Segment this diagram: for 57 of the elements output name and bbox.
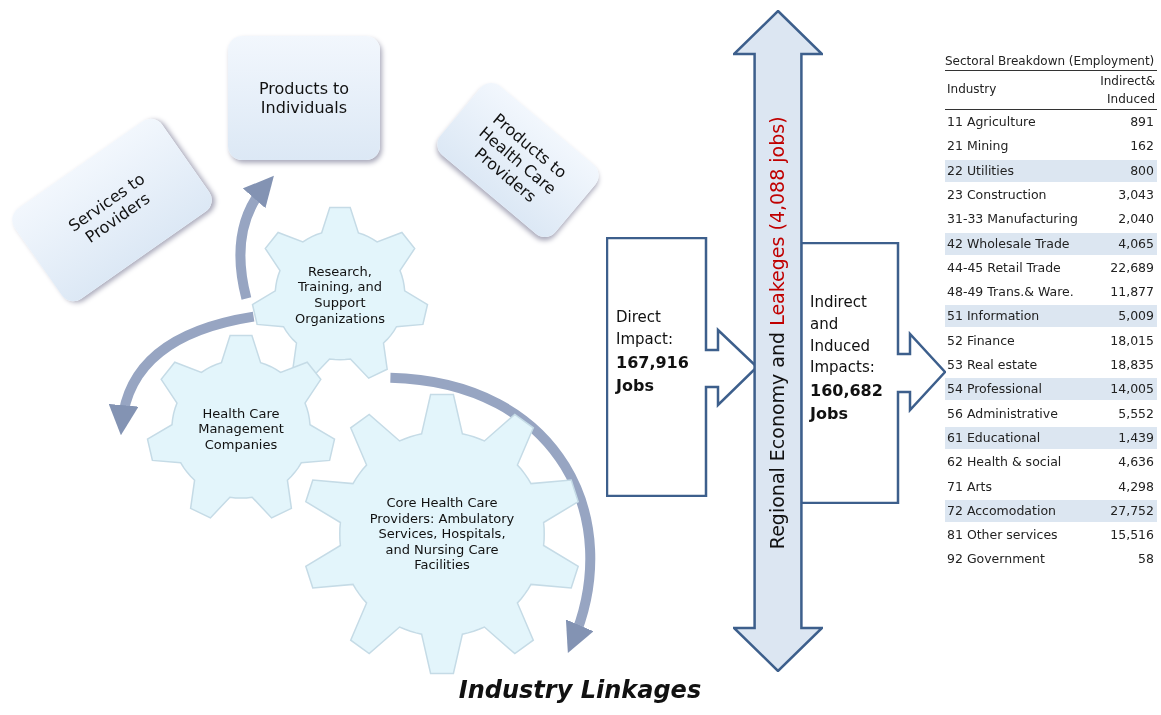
industry-name: 81 Other services [947, 527, 1058, 543]
gear-label: Core Health Care Providers: Ambulatory Services, Hospitals, and Nursing Care Facilities [368, 495, 516, 573]
column-header: Industry [947, 82, 997, 96]
column-header: Indirect& Induced [1099, 73, 1155, 108]
job-count: 18,835 [1110, 357, 1154, 372]
industry-name: 53 Real estate [947, 357, 1038, 372]
industry-name: 21 Mining [947, 138, 1009, 154]
industry-name: 11 Agriculture [947, 114, 1036, 129]
job-count: 18,015 [1110, 332, 1154, 348]
job-count: 5,009 [1118, 308, 1154, 324]
industry-name: 44-45 Retail Trade [947, 259, 1061, 275]
industry-name: 48-49 Trans.& Ware. [947, 284, 1074, 300]
job-count: 58 [1138, 551, 1154, 567]
industry-name: 51 Information [947, 308, 1040, 324]
industry-name: 23 Construction [947, 186, 1047, 202]
job-count: 14,005 [1110, 381, 1154, 397]
job-count: 15,516 [1110, 527, 1154, 543]
rounded-box [228, 36, 380, 160]
gear-label: Health Care Management Companies [197, 405, 285, 453]
industry-name: 54 Professional [947, 381, 1042, 397]
industry-name: 42 Wholesale Trade [947, 235, 1070, 251]
leakage-label: Leakeges (4,088 jobs) [766, 116, 789, 326]
job-count: 3,043 [1118, 186, 1154, 202]
gear-label: Research, Training, and Support Organizations [294, 263, 386, 327]
job-count: 11,877 [1110, 284, 1154, 300]
caption: Industry Linkages [457, 676, 703, 704]
industry-name: 22 Utilities [947, 162, 1014, 178]
job-count: 27,752 [1110, 502, 1154, 518]
job-count: 1,439 [1118, 429, 1154, 445]
industry-name: 52 Finance [947, 332, 1015, 348]
curved-arrow [235, 175, 274, 300]
callout-box [800, 242, 946, 504]
industry-name: 72 Accomodation [947, 502, 1056, 518]
job-count: 162 [1130, 138, 1154, 154]
job-count: 160,682 Jobs [810, 380, 884, 426]
job-count: 22,689 [1110, 259, 1154, 275]
industry-name: 31-33 Manufacturing [947, 211, 1078, 227]
arrow-label: Direct Impact: [616, 307, 674, 350]
box-label: Products to Individuals [257, 79, 351, 117]
job-count: 4,636 [1118, 454, 1154, 470]
job-count: 891 [1130, 114, 1154, 129]
job-count: 5,552 [1118, 405, 1154, 421]
arrow-label: Indirect and Induced Impacts: [810, 292, 876, 379]
industry-name: 71 Arts [947, 478, 992, 494]
curved-arrow [389, 372, 596, 654]
job-count: 800 [1130, 162, 1154, 178]
industry-name: 62 Health & social [947, 454, 1062, 470]
industry-name: 92 Government [947, 551, 1045, 567]
job-count: 4,065 [1118, 235, 1154, 251]
job-count: 4,298 [1118, 478, 1154, 494]
industry-name: 61 Educational [947, 429, 1041, 445]
table-title: Sectoral Breakdown (Employment) [945, 54, 1155, 68]
economy-label: Regional Economy and [766, 331, 789, 550]
curved-arrow [109, 311, 255, 436]
job-count: 167,916 Jobs [616, 351, 690, 397]
industry-name: 56 Administrative [947, 405, 1058, 421]
job-count: 2,040 [1118, 211, 1154, 227]
